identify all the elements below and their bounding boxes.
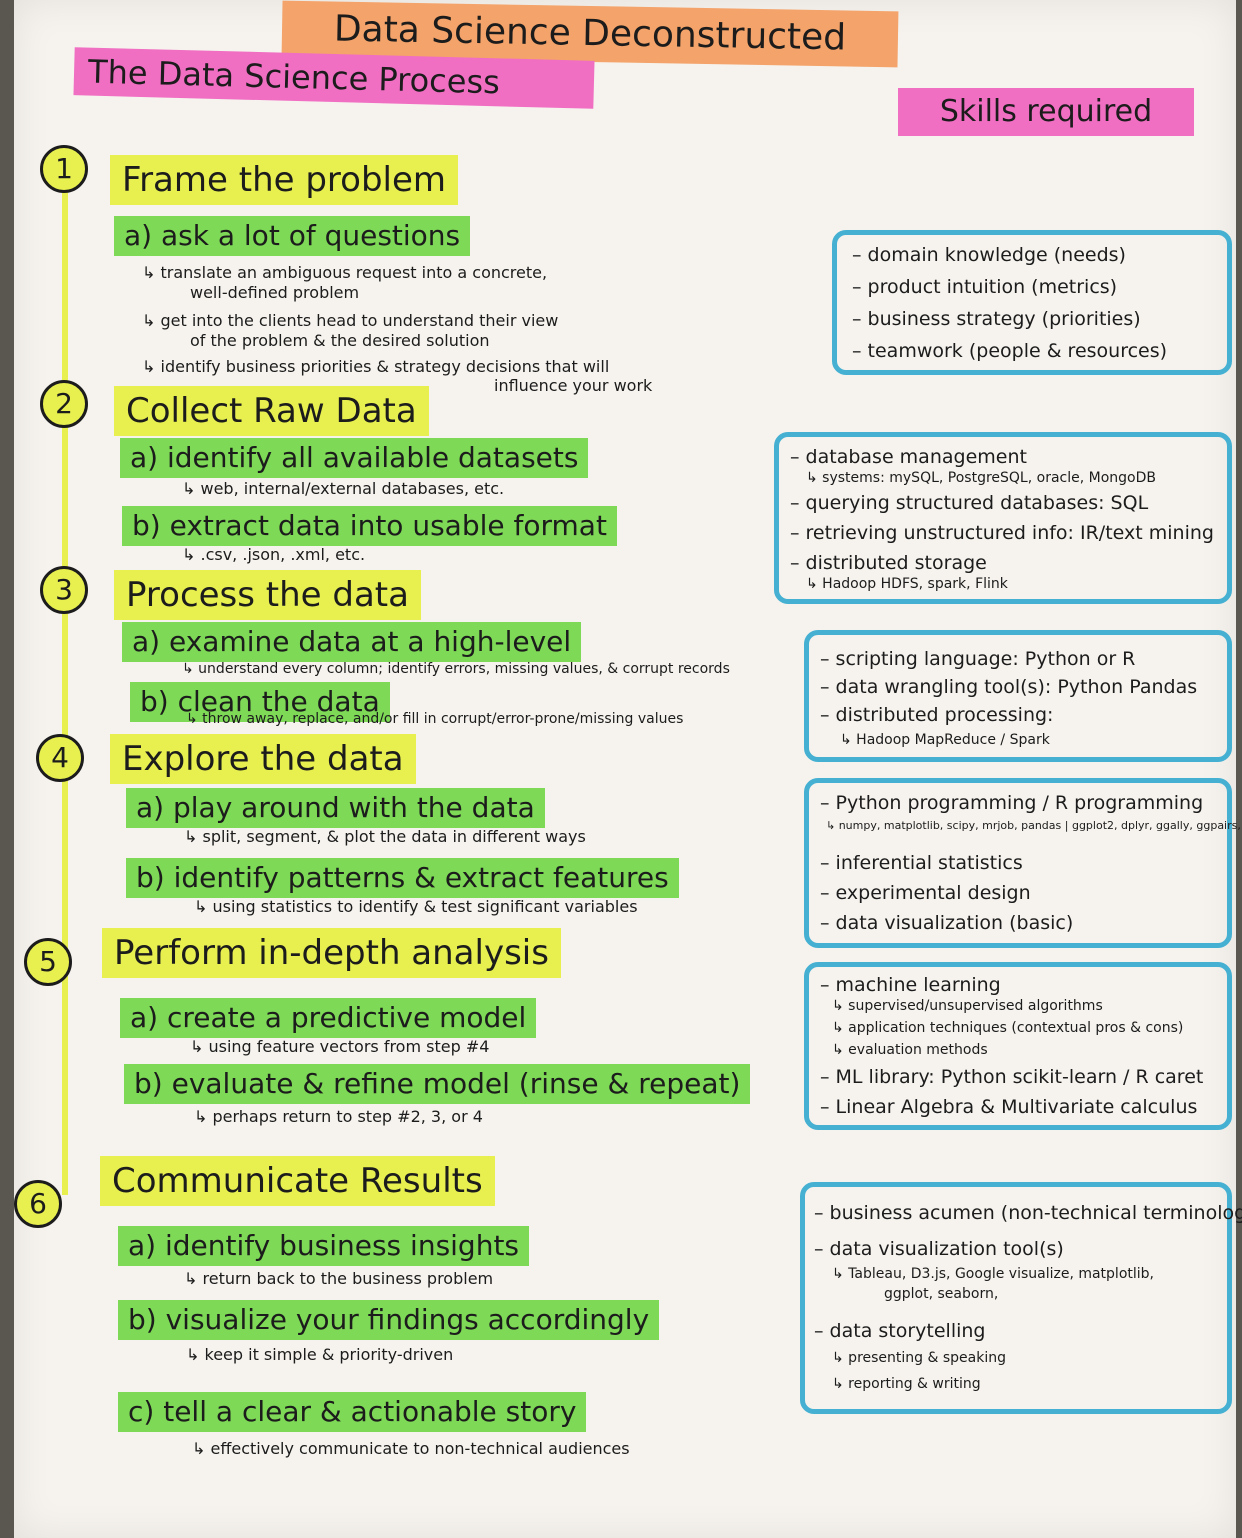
step-number: 2: [40, 380, 88, 428]
skill-item: – Linear Algebra & Multivariate calculus: [820, 1096, 1198, 1118]
step-title: Perform in-depth analysis: [102, 928, 561, 978]
sub-step: b) evaluate & refine model (rinse & repe…: [124, 1064, 751, 1104]
step-title: Explore the data: [110, 734, 416, 784]
skill-item: – querying structured databases: SQL: [790, 492, 1149, 514]
skill-item: – ML library: Python scikit-learn / R ca…: [820, 1066, 1204, 1088]
skill-item: ↳ numpy, matplotlib, scipy, mrjob, panda…: [826, 819, 1242, 832]
skill-item: – business acumen (non-technical termino…: [814, 1202, 1242, 1224]
sub-step: a) examine data at a high-level: [122, 622, 582, 662]
sub-step: a) identify business insights: [118, 1226, 530, 1266]
note: influence your work: [494, 376, 653, 395]
skill-item: – machine learning: [820, 974, 1001, 996]
sub-step: a) ask a lot of questions: [114, 216, 471, 256]
step-number: 6: [14, 1180, 62, 1228]
note: ↳ perhaps return to step #2, 3, or 4: [194, 1107, 483, 1126]
skills-box: [832, 230, 1232, 375]
step-number: 1: [40, 145, 88, 193]
note: ↳ understand every column; identify erro…: [182, 661, 730, 677]
note: ↳ translate an ambiguous request into a …: [142, 263, 548, 282]
skills-box: [804, 630, 1232, 762]
skill-item: ↳ systems: mySQL, PostgreSQL, oracle, Mo…: [806, 470, 1156, 486]
paper-sheet: Data Science Deconstructed The Data Scie…: [14, 0, 1242, 1538]
note: ↳ keep it simple & priority-driven: [186, 1345, 454, 1364]
skill-item: – product intuition (metrics): [852, 276, 1118, 298]
skills-box: [800, 1182, 1232, 1414]
note: ↳ get into the clients head to understan…: [142, 311, 559, 330]
skill-item: ↳ reporting & writing: [832, 1376, 981, 1392]
skill-item: ↳ presenting & speaking: [832, 1350, 1006, 1366]
skill-item: – retrieving unstructured info: IR/text …: [790, 522, 1214, 544]
skill-item: ↳ supervised/unsupervised algorithms: [832, 998, 1103, 1014]
note: of the problem & the desired solution: [190, 331, 490, 350]
skill-item: – business strategy (priorities): [852, 308, 1141, 330]
step-number: 5: [24, 938, 72, 986]
step-title: Process the data: [114, 570, 421, 620]
skill-item: – scripting language: Python or R: [820, 648, 1136, 670]
skill-item: ggplot, seaborn,: [884, 1286, 999, 1302]
sub-step: b) extract data into usable format: [122, 506, 617, 546]
skill-item: – distributed storage: [790, 552, 987, 574]
skill-item: – data wrangling tool(s): Python Pandas: [820, 676, 1198, 698]
sub-step: b) clean the data: [130, 682, 390, 722]
skill-item: – teamwork (people & resources): [852, 340, 1168, 362]
skill-item: – data visualization (basic): [820, 912, 1074, 934]
sub-step: b) identify patterns & extract features: [126, 858, 679, 898]
skill-item: – data visualization tool(s): [814, 1238, 1064, 1260]
skill-item: ↳ Tableau, D3.js, Google visualize, matp…: [832, 1266, 1154, 1282]
step-title: Collect Raw Data: [114, 386, 429, 436]
note: ↳ identify business priorities & strateg…: [142, 357, 610, 376]
skills-box: [804, 962, 1232, 1130]
note: ↳ split, segment, & plot the data in dif…: [184, 827, 586, 846]
skill-item: – database management: [790, 446, 1027, 468]
skill-item: – experimental design: [820, 882, 1031, 904]
note: ↳ using statistics to identify & test si…: [194, 897, 638, 916]
skills-box: [804, 778, 1232, 948]
skill-item: ↳ evaluation methods: [832, 1042, 988, 1058]
note: ↳ web, internal/external databases, etc.: [182, 479, 505, 498]
skill-item: – inferential statistics: [820, 852, 1023, 874]
sub-step: c) tell a clear & actionable story: [118, 1392, 587, 1432]
note: ↳ effectively communicate to non-technic…: [192, 1439, 630, 1458]
step-title: Frame the problem: [110, 155, 459, 205]
skill-item: ↳ Hadoop HDFS, spark, Flink: [806, 576, 1008, 592]
note: ↳ return back to the business problem: [184, 1269, 494, 1288]
note: well-defined problem: [190, 283, 360, 302]
skill-item: – data storytelling: [814, 1320, 986, 1342]
step-number: 3: [40, 566, 88, 614]
skill-item: – distributed processing:: [820, 704, 1054, 726]
sub-step: a) create a predictive model: [120, 998, 537, 1038]
skills-heading: Skills required: [898, 88, 1194, 136]
step-number: 4: [36, 734, 84, 782]
note: ↳ throw away, replace, and/or fill in co…: [186, 711, 684, 727]
skill-item: – Python programming / R programming: [820, 792, 1204, 814]
sub-step: a) identify all available datasets: [120, 438, 589, 478]
sub-step: a) play around with the data: [126, 788, 545, 828]
note: ↳ .csv, .json, .xml, etc.: [182, 545, 366, 564]
note: ↳ using feature vectors from step #4: [190, 1037, 490, 1056]
skills-box: [774, 432, 1232, 604]
process-timeline: [62, 160, 68, 1195]
skill-item: ↳ application techniques (contextual pro…: [832, 1020, 1184, 1036]
sub-step: b) visualize your findings accordingly: [118, 1300, 660, 1340]
step-title: Communicate Results: [100, 1156, 495, 1206]
skill-item: – domain knowledge (needs): [852, 244, 1126, 266]
skill-item: ↳ Hadoop MapReduce / Spark: [840, 732, 1050, 748]
